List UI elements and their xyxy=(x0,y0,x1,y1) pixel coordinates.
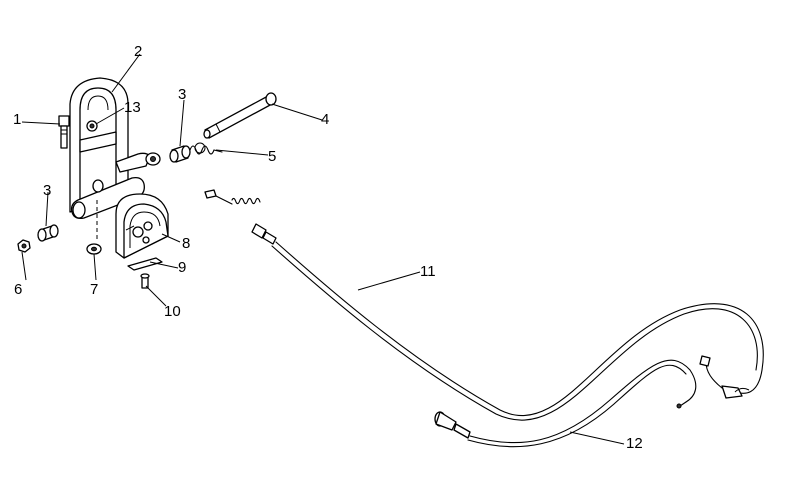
bolt-part xyxy=(58,115,70,149)
shaft-part xyxy=(203,92,277,139)
callout-labels: 1 2 3 3 4 5 6 7 8 9 10 11 12 13 xyxy=(13,43,643,452)
hex-nut-part xyxy=(17,239,31,253)
callout-3b: 3 xyxy=(43,182,51,199)
pedal-cable-part xyxy=(204,189,764,421)
callout-7: 7 xyxy=(90,281,98,298)
callout-3a: 3 xyxy=(178,86,186,103)
plate-part xyxy=(127,257,163,271)
callout-10: 10 xyxy=(164,303,181,320)
callout-8: 8 xyxy=(182,235,190,252)
spring-part xyxy=(189,142,223,155)
spacer-part-left xyxy=(37,224,59,242)
callout-1: 1 xyxy=(13,111,21,128)
callout-2: 2 xyxy=(134,43,142,60)
screw-part xyxy=(140,273,150,289)
throttle-cable-part xyxy=(434,359,697,448)
callout-9: 9 xyxy=(178,259,186,276)
bracket-tube-part xyxy=(69,77,161,220)
callout-12: 12 xyxy=(626,435,643,452)
locknut-part xyxy=(86,243,102,255)
nut-part xyxy=(86,120,98,132)
spacer-part-right xyxy=(169,145,191,163)
callout-11: 11 xyxy=(420,263,436,280)
callout-5: 5 xyxy=(268,148,276,165)
callout-13: 13 xyxy=(124,99,141,116)
pedal-housing-part xyxy=(115,193,169,259)
callout-4: 4 xyxy=(321,111,329,128)
leader-lines xyxy=(21,53,625,445)
callout-6: 6 xyxy=(14,281,22,298)
